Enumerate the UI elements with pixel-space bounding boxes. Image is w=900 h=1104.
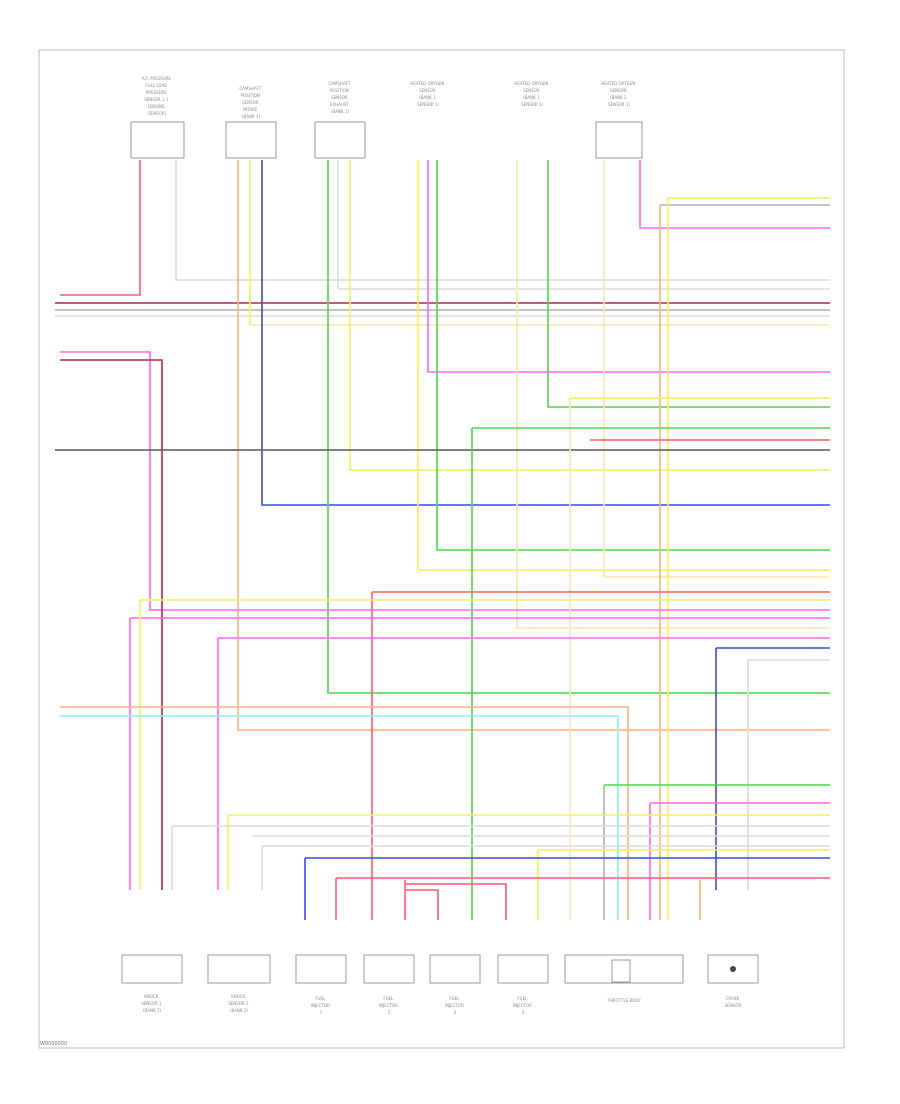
component-c3-label: CAMSHAFT POSITION SENSOR EXHAUST (BANK 1… bbox=[328, 81, 351, 114]
component-b1: KNOCK SENSOR 1 (BANK 1) bbox=[121, 954, 183, 1013]
component-c3: CAMSHAFT POSITION SENSOR EXHAUST (BANK 1… bbox=[314, 81, 366, 159]
component-c6: HEATED OXYGEN SENSOR (BANK 2 SENSOR 1) bbox=[595, 81, 643, 159]
component-b4-label: FUEL INJECTOR 2 bbox=[379, 996, 399, 1015]
component-c1: A/C PRESSURE FULL LOAD PRESSURE SENSOR 1… bbox=[130, 76, 185, 159]
top-components: A/C PRESSURE FULL LOAD PRESSURE SENSOR 1… bbox=[130, 76, 643, 159]
component-b8-label: CRANK SENSOR bbox=[725, 996, 742, 1008]
component-b4: FUEL INJECTOR 2 bbox=[363, 954, 415, 1015]
component-c1-label: A/C PRESSURE FULL LOAD PRESSURE SENSOR 1… bbox=[142, 76, 172, 116]
bottom-components: KNOCK SENSOR 1 (BANK 1) KNOCK SENSOR 2 (… bbox=[121, 954, 759, 1015]
component-c6-label: HEATED OXYGEN SENSOR (BANK 2 SENSOR 1) bbox=[601, 81, 636, 107]
component-c5: HEATED OXYGEN SENSOR (BANK 1 SENSOR 2) bbox=[514, 81, 549, 107]
wires bbox=[55, 160, 830, 920]
component-b6-label: FUEL INJECTOR 4 bbox=[513, 996, 533, 1015]
sensor-dot-icon bbox=[730, 966, 736, 972]
component-c2-label: CAMSHAFT POSITION SENSOR INTAKE (BANK 1) bbox=[239, 86, 262, 119]
component-b8: CRANK SENSOR bbox=[707, 954, 759, 1008]
component-b2: KNOCK SENSOR 2 (BANK 2) bbox=[207, 954, 271, 1013]
component-b5-label: FUEL INJECTOR 3 bbox=[445, 996, 465, 1015]
component-b1-label: KNOCK SENSOR 1 (BANK 1) bbox=[141, 994, 163, 1013]
component-b7-label: THROTTLE BODY bbox=[606, 998, 641, 1003]
component-b3-label: FUEL INJECTOR 1 bbox=[311, 996, 331, 1015]
component-c4-label: HEATED OXYGEN SENSOR (BANK 1 SENSOR 1) bbox=[410, 81, 445, 107]
component-b7: THROTTLE BODY bbox=[564, 954, 684, 1003]
component-b3: FUEL INJECTOR 1 bbox=[295, 954, 347, 1015]
component-b2-label: KNOCK SENSOR 2 (BANK 2) bbox=[228, 994, 250, 1013]
component-b5: FUEL INJECTOR 3 bbox=[429, 954, 481, 1015]
component-c4: HEATED OXYGEN SENSOR (BANK 1 SENSOR 1) bbox=[410, 81, 445, 107]
component-c5-label: HEATED OXYGEN SENSOR (BANK 1 SENSOR 2) bbox=[514, 81, 549, 107]
component-b6: FUEL INJECTOR 4 bbox=[497, 954, 549, 1015]
diagram-border bbox=[38, 49, 845, 1049]
component-c2: CAMSHAFT POSITION SENSOR INTAKE (BANK 1) bbox=[225, 86, 277, 159]
diagram-code: W0000000 bbox=[40, 1041, 68, 1047]
